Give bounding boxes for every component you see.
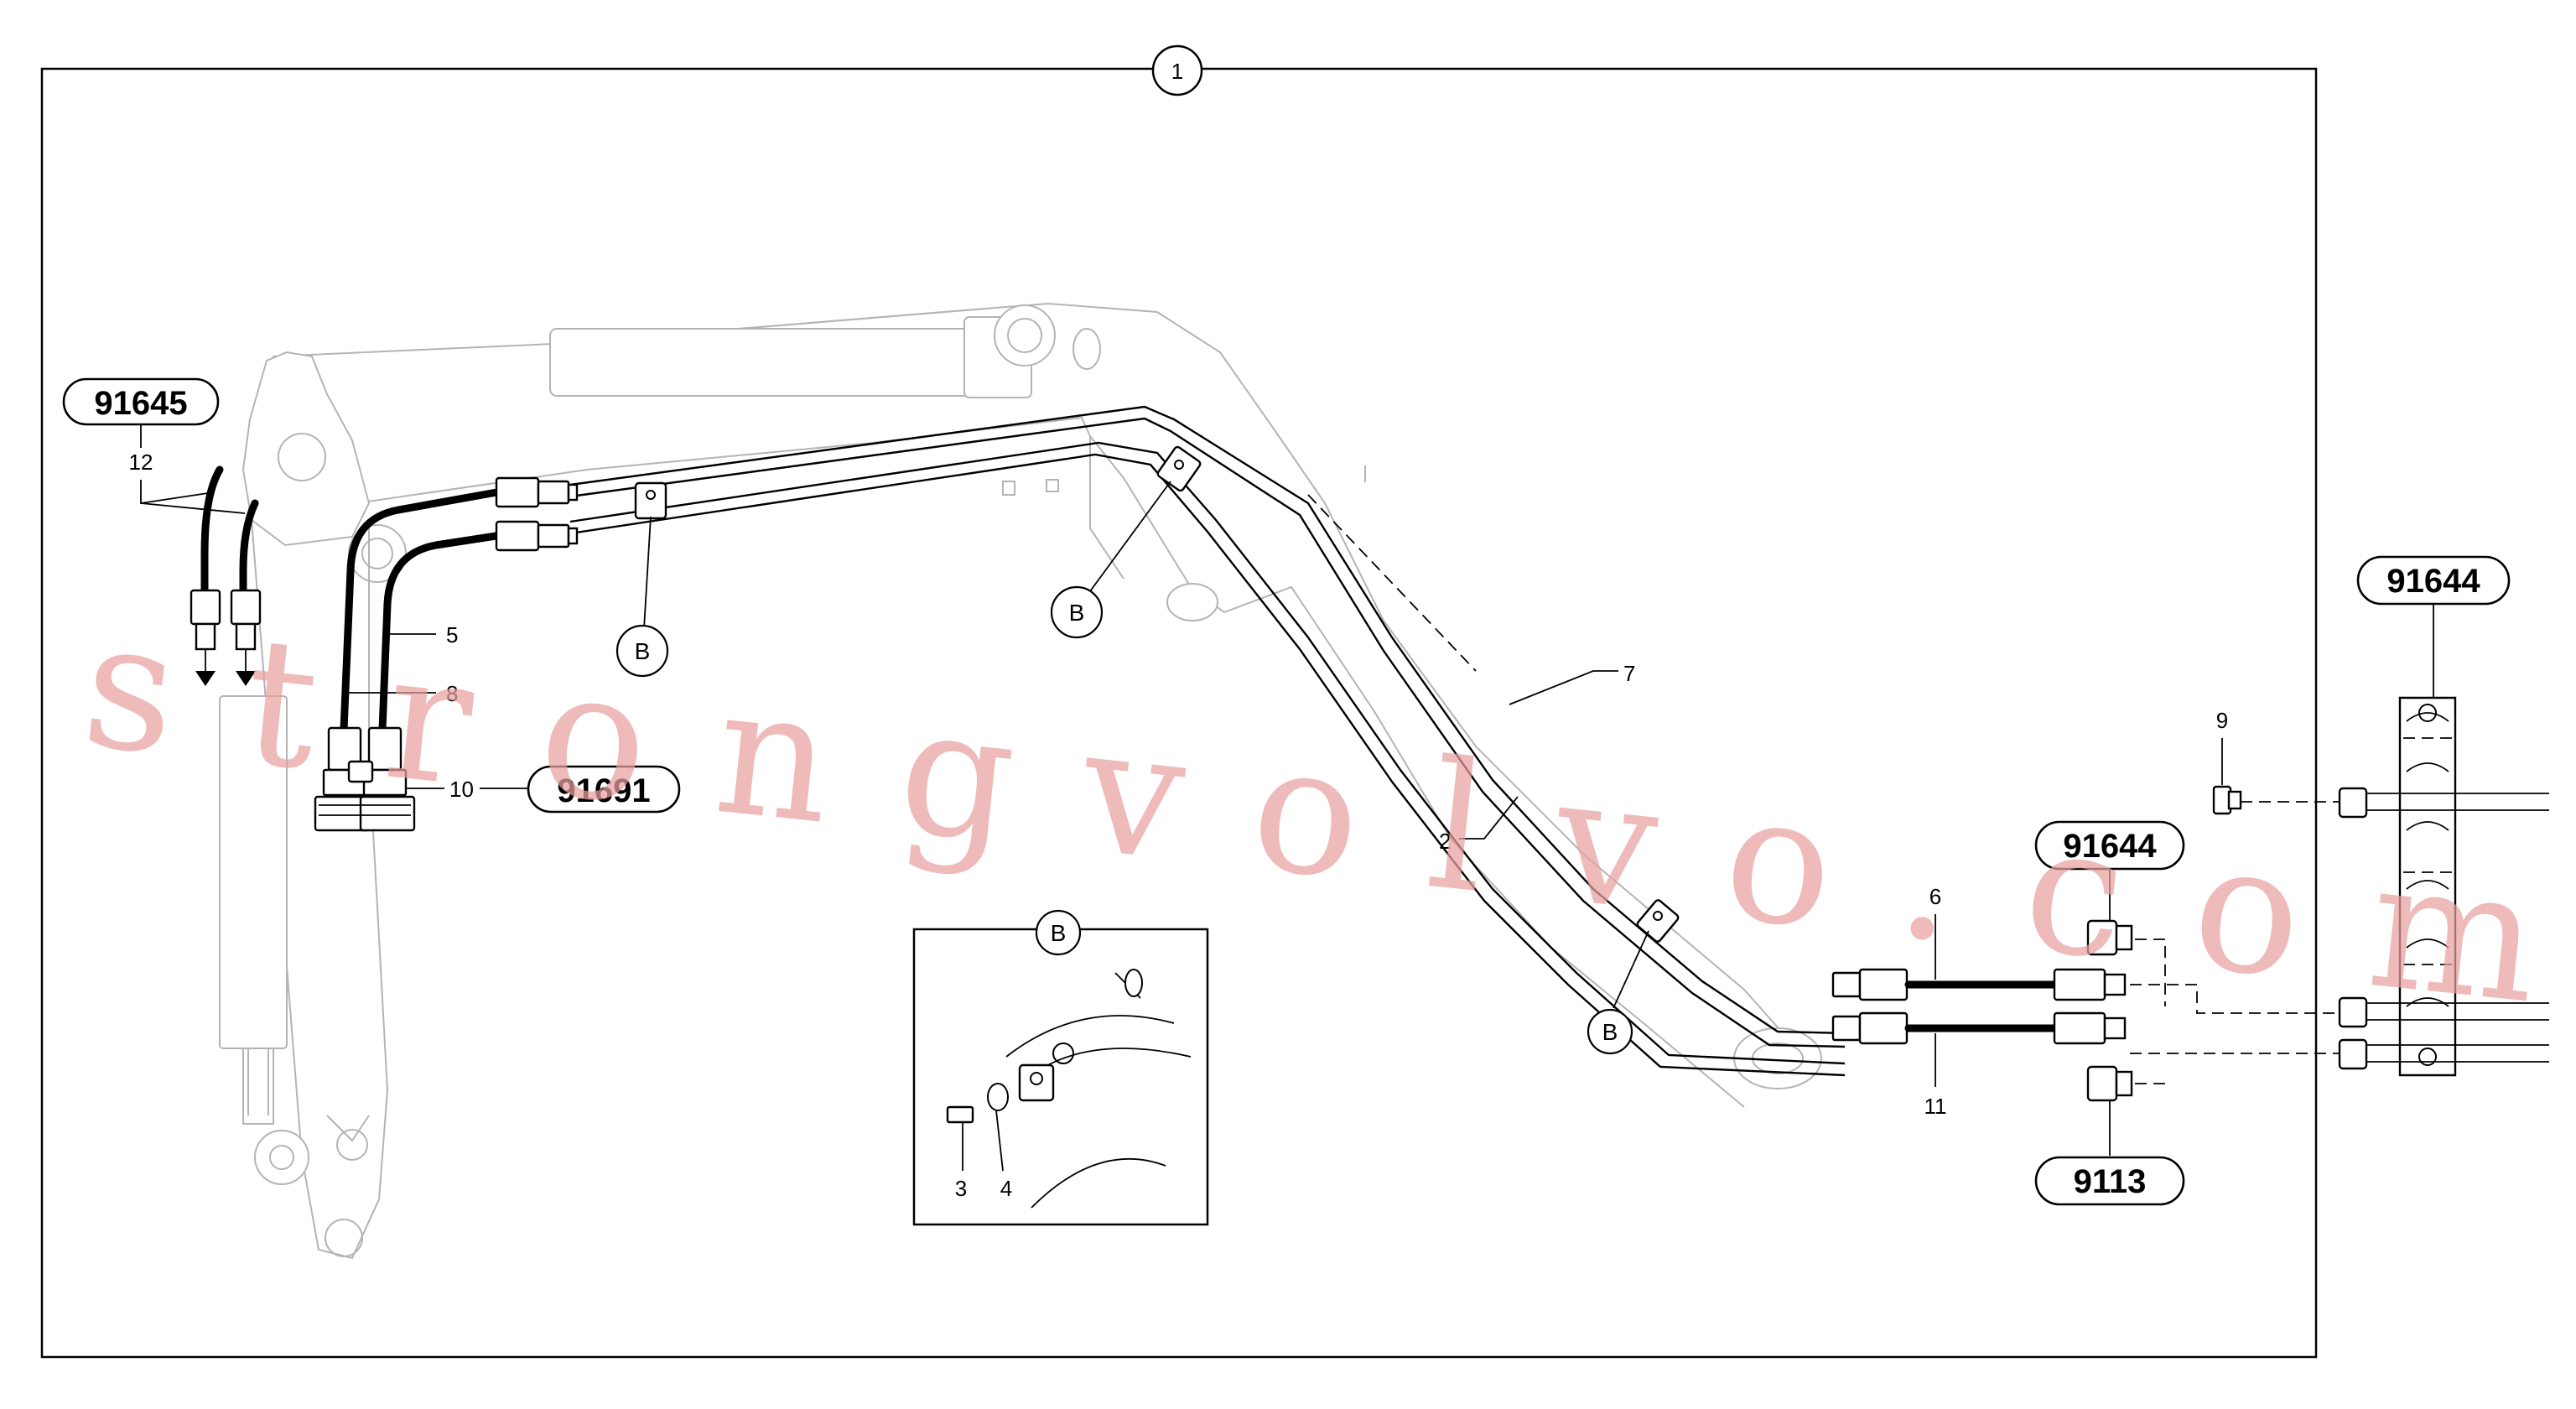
- svg-text:8: 8: [446, 681, 458, 706]
- part-ref-91644-upper[interactable]: 91644: [2034, 820, 2185, 921]
- hoses: [200, 465, 506, 734]
- clip-strip: [2338, 696, 2549, 1077]
- callout-9: 9: [2216, 708, 2228, 785]
- detail-b-marker-1: B: [615, 516, 669, 678]
- svg-text:B: B: [635, 638, 651, 664]
- quick-couplings: [314, 726, 416, 832]
- svg-text:91644: 91644: [2063, 828, 2157, 865]
- svg-text:B: B: [1069, 600, 1085, 626]
- callout-3: 3: [955, 1176, 967, 1201]
- callout-6: 6: [1929, 884, 1941, 980]
- detail-b-marker-2: B: [1050, 481, 1171, 639]
- svg-text:5: 5: [446, 622, 458, 647]
- callout-8: 8: [349, 681, 458, 706]
- callout-12: 12: [129, 450, 246, 514]
- detail-b-marker-3: B: [1587, 930, 1649, 1055]
- part-ref-91645[interactable]: 91645: [62, 377, 220, 448]
- watermark: strongvolvo.com: [75, 581, 2548, 1043]
- callout-5: 5: [387, 622, 458, 647]
- svg-text:2: 2: [1439, 829, 1451, 854]
- frame-number: 1: [1171, 59, 1183, 84]
- svg-text:9113: 9113: [2074, 1163, 2147, 1200]
- svg-text:10: 10: [449, 777, 474, 802]
- frame-number-marker: 1: [1151, 44, 1203, 96]
- svg-text:4: 4: [1000, 1176, 1012, 1201]
- callout-4: 4: [1000, 1176, 1012, 1201]
- part-ref-9113[interactable]: 9113: [2034, 1100, 2185, 1206]
- upper-hose-fittings: [190, 589, 262, 686]
- callout-10: 10: [406, 777, 528, 802]
- svg-text:9: 9: [2216, 708, 2228, 733]
- boom-structure: [219, 302, 1822, 1260]
- callout-7: 7: [1509, 661, 1635, 705]
- detail-b-inset: [912, 928, 1209, 1226]
- svg-text:91644: 91644: [2386, 563, 2480, 600]
- hose-end-fittings-boom: [495, 476, 579, 552]
- part-ref-91691[interactable]: 91691: [527, 765, 681, 814]
- svg-text:11: 11: [1924, 1094, 1947, 1119]
- part-ref-91644-far-right[interactable]: 91644: [2356, 555, 2511, 698]
- svg-text:6: 6: [1929, 884, 1941, 909]
- detail-b-marker-inset: B: [1035, 909, 1082, 956]
- svg-text:12: 12: [129, 450, 153, 475]
- callout-11: 11: [1924, 1033, 1947, 1119]
- lower-right-hoses: [1831, 968, 2127, 1045]
- callout-2: 2: [1439, 796, 1519, 854]
- svg-text:7: 7: [1623, 661, 1635, 686]
- svg-text:91691: 91691: [557, 772, 650, 809]
- svg-text:B: B: [1051, 920, 1067, 946]
- svg-text:B: B: [1602, 1019, 1618, 1045]
- svg-text:91645: 91645: [94, 385, 187, 422]
- caps-and-plugs: [2086, 785, 2340, 1102]
- svg-text:3: 3: [955, 1176, 967, 1201]
